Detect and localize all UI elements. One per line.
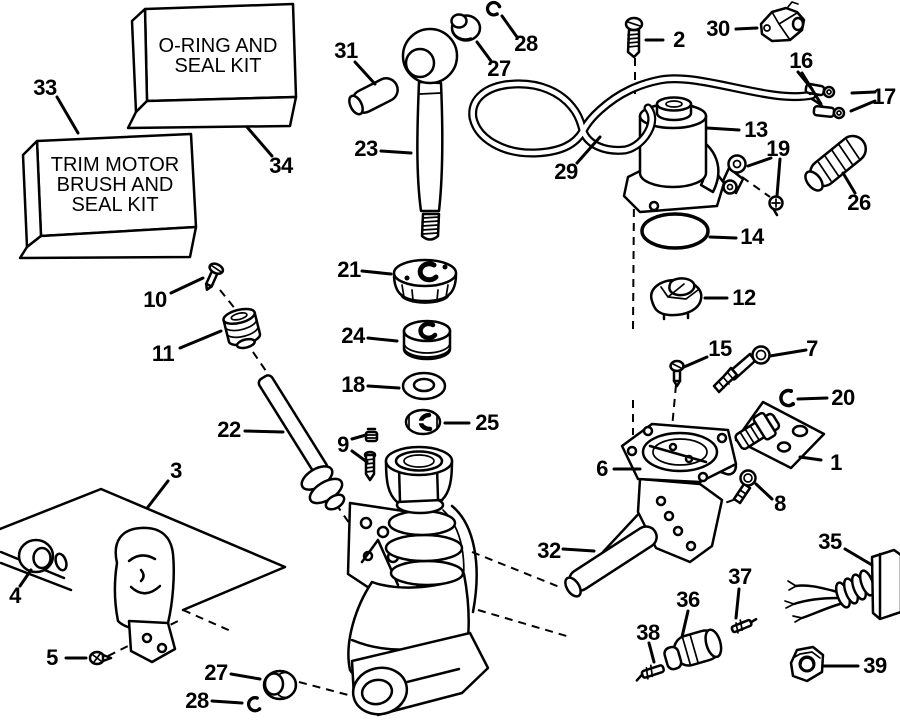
part-5-screw bbox=[88, 650, 113, 666]
part-11-valve bbox=[222, 307, 262, 350]
part-23-tilt-shaft bbox=[401, 27, 459, 241]
callout-8: 8 bbox=[774, 491, 786, 516]
part-16-17-terminals bbox=[804, 82, 846, 120]
callout-31: 31 bbox=[334, 38, 358, 63]
part-20-retaining-ring bbox=[779, 388, 795, 408]
reservoir-body bbox=[113, 526, 177, 664]
part-21-cap bbox=[392, 258, 458, 304]
callout-35: 35 bbox=[818, 529, 842, 554]
callout-21: 21 bbox=[337, 257, 361, 282]
callout-36: 36 bbox=[676, 587, 700, 612]
part-27-bushing-top bbox=[450, 13, 482, 42]
callout-3: 3 bbox=[170, 458, 182, 483]
kit-label-line: SEAL KIT bbox=[174, 55, 262, 77]
part-12-cover bbox=[649, 277, 703, 321]
part-9-screws bbox=[363, 427, 379, 482]
part-31-pin bbox=[348, 77, 399, 116]
callout-38: 38 bbox=[636, 620, 660, 645]
part-10-screw bbox=[204, 262, 225, 291]
part-14-o-ring bbox=[640, 212, 710, 250]
kit-box-trim-motor bbox=[18, 132, 198, 260]
part-28-clip-top bbox=[485, 0, 502, 17]
part-32-pivot-pin bbox=[564, 525, 658, 598]
callout-29: 29 bbox=[554, 159, 578, 184]
part-26-hose bbox=[804, 134, 868, 192]
callout-15: 15 bbox=[708, 336, 732, 361]
part-30-connector bbox=[759, 1, 806, 43]
callout-18: 18 bbox=[341, 372, 365, 397]
part-13-trim-motor bbox=[622, 96, 726, 214]
kit-label-line: BRUSH AND bbox=[56, 174, 174, 196]
part-25-nut bbox=[404, 408, 442, 436]
callout-30: 30 bbox=[706, 16, 730, 41]
callout-17: 17 bbox=[872, 84, 896, 109]
callout-7: 7 bbox=[806, 336, 818, 361]
part-1-gasket-plate bbox=[734, 400, 826, 470]
callout-23: 23 bbox=[354, 136, 378, 161]
part-2-screw bbox=[624, 16, 644, 59]
part-38-pin bbox=[635, 664, 665, 682]
callout-9: 9 bbox=[337, 432, 349, 457]
part-15-screw bbox=[669, 359, 685, 388]
part-19-link bbox=[721, 154, 784, 217]
callout-39: 39 bbox=[863, 653, 887, 678]
callout-26: 26 bbox=[847, 190, 871, 215]
callout-33: 33 bbox=[33, 75, 57, 100]
callout-27-top: 27 bbox=[487, 56, 511, 81]
part-39-nut bbox=[789, 645, 825, 683]
callout-20: 20 bbox=[831, 385, 855, 410]
callout-12: 12 bbox=[732, 285, 756, 310]
callout-19: 19 bbox=[766, 136, 790, 161]
callout-34: 34 bbox=[269, 153, 293, 178]
callout-32: 32 bbox=[537, 538, 561, 563]
callout-37: 37 bbox=[728, 564, 752, 589]
callout-25: 25 bbox=[475, 410, 499, 435]
callout-11: 11 bbox=[151, 341, 175, 366]
callout-28-top: 28 bbox=[514, 31, 538, 56]
callout-27-bottom: 27 bbox=[204, 660, 228, 685]
part-27-grommet-bottom bbox=[262, 669, 298, 701]
kit-label-line: SEAL KIT bbox=[71, 194, 159, 216]
tilt-cylinder-assembly bbox=[346, 445, 490, 717]
part-24-piston bbox=[402, 319, 452, 361]
callout-14: 14 bbox=[740, 224, 764, 249]
part-22-rod bbox=[257, 374, 346, 511]
part-36-connector-plug bbox=[663, 628, 723, 671]
callout-10: 10 bbox=[143, 287, 167, 312]
leader-lines bbox=[18, 14, 877, 705]
callout-28-bottom: 28 bbox=[185, 688, 209, 713]
callout-22: 22 bbox=[217, 417, 241, 442]
part-37-pin bbox=[730, 617, 758, 634]
kit-label-line: O-RING AND bbox=[158, 35, 278, 57]
callout-6: 6 bbox=[596, 456, 608, 481]
part-18-washer bbox=[401, 371, 447, 401]
part-4-bushing bbox=[17, 538, 68, 574]
part-29-motor-cable bbox=[468, 74, 817, 158]
part-8-bolt bbox=[732, 469, 757, 505]
kit-label-line: TRIM MOTOR bbox=[50, 154, 180, 176]
part-28-clip-bottom bbox=[247, 696, 262, 713]
callout-24: 24 bbox=[341, 323, 365, 348]
callout-5: 5 bbox=[46, 645, 58, 670]
callout-2: 2 bbox=[673, 27, 685, 52]
part-35-sender bbox=[784, 548, 900, 623]
part-6-manifold bbox=[600, 422, 738, 570]
callout-16: 16 bbox=[789, 48, 813, 73]
kit-label-oring: O-RING AND SEAL KIT bbox=[159, 36, 278, 76]
part-7-bolt bbox=[712, 345, 771, 394]
kit-box-oring bbox=[126, 2, 298, 130]
kit-label-trim-motor: TRIM MOTOR BRUSH AND SEAL KIT bbox=[51, 155, 180, 215]
callout-1: 1 bbox=[830, 450, 842, 475]
alignment-dashes bbox=[107, 58, 771, 697]
callout-4: 4 bbox=[9, 583, 21, 608]
callout-13: 13 bbox=[744, 117, 768, 142]
